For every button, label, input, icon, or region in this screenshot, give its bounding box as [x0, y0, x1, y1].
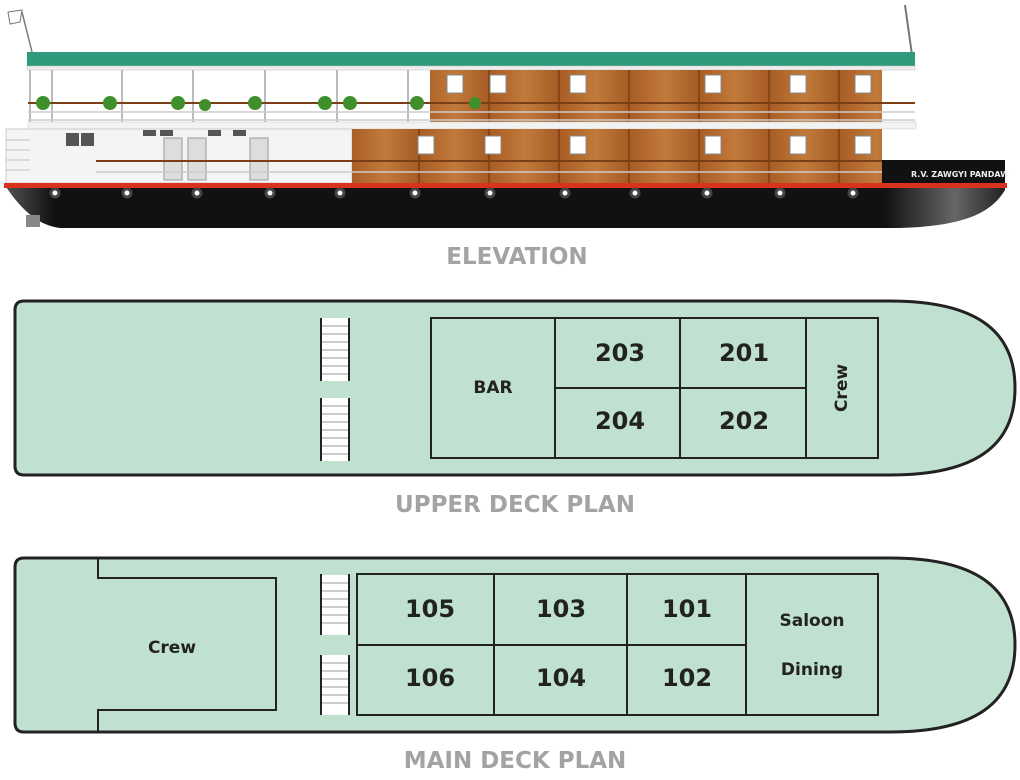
- cabin-201: 201: [719, 339, 769, 367]
- elevation-title: ELEVATION: [446, 244, 587, 270]
- main-deck-title: MAIN DECK PLAN: [404, 748, 627, 774]
- dining-label: Dining: [781, 660, 843, 680]
- cabin-104: 104: [536, 664, 586, 692]
- upper-crew-label: Crew: [832, 364, 852, 412]
- rudder: [26, 215, 40, 227]
- cabin-101: 101: [662, 595, 712, 623]
- cabin-103: 103: [536, 595, 586, 623]
- upper-deck-outline: [13, 299, 1017, 477]
- flag-icon: [7, 9, 23, 25]
- main-crew-label: Crew: [148, 638, 196, 658]
- stairs: [320, 574, 350, 715]
- cabin-102: 102: [662, 664, 712, 692]
- cabin-203: 203: [595, 339, 645, 367]
- upper-deck-plan: BAR 203 201 204 202 Crew: [13, 299, 1017, 477]
- ship-name: R.V. ZAWGYI PANDAW: [911, 170, 1009, 179]
- hull-stripe: [4, 183, 1007, 188]
- main-deck-plan: Crew 105 103 101 106 104 102 Saloon Dini…: [13, 556, 1017, 734]
- bar-label: BAR: [473, 378, 512, 398]
- cabin-202: 202: [719, 407, 769, 435]
- roof: [27, 52, 915, 66]
- flag-pole: [21, 11, 33, 53]
- elevation-drawing: R.V. ZAWGYI PANDAW: [4, 4, 1009, 228]
- upper-deck-title: UPPER DECK PLAN: [395, 492, 635, 518]
- cabin-204: 204: [595, 407, 645, 435]
- crew-area-outline: [97, 558, 277, 732]
- hull: [4, 184, 1005, 228]
- cabin-105: 105: [405, 595, 455, 623]
- portholes: [49, 187, 859, 199]
- cabin-106: 106: [405, 664, 455, 692]
- mast: [904, 4, 913, 56]
- plants: [36, 96, 481, 111]
- saloon-label: Saloon: [779, 611, 844, 631]
- stairs: [320, 318, 350, 461]
